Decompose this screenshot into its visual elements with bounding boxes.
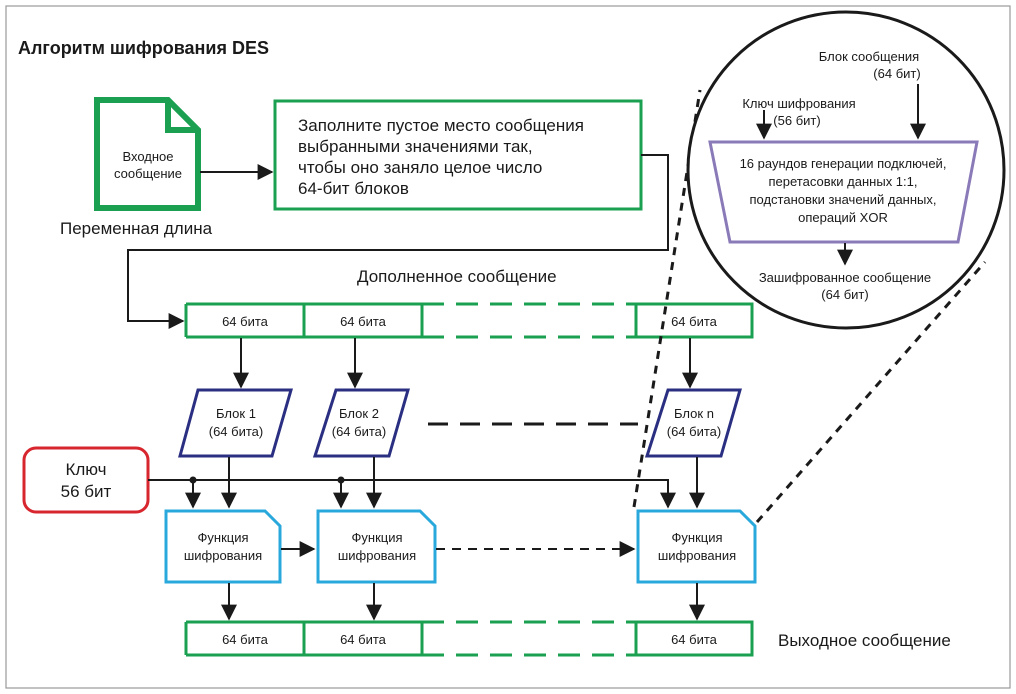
padded-cell-3: 64 бита bbox=[671, 314, 718, 329]
padding-line-2: выбранными значениями так, bbox=[298, 137, 533, 156]
block-1: Блок 1 (64 бита) bbox=[178, 388, 293, 458]
key-distribution-line bbox=[148, 479, 676, 509]
output-message-label: Выходное сообщение bbox=[778, 631, 951, 650]
rounds-line-2: перетасовки данных 1:1, bbox=[769, 174, 918, 189]
output-message-row: 64 бита 64 бита 64 бита bbox=[184, 620, 754, 657]
input-doc-line2: сообщение bbox=[114, 166, 182, 181]
zoom-line-right bbox=[755, 261, 987, 523]
enc-function-n: Функция шифрования bbox=[636, 509, 757, 584]
block-1-line1: Блок 1 bbox=[216, 406, 256, 421]
block-2-line2: (64 бита) bbox=[332, 424, 386, 439]
block-n-line2: (64 бита) bbox=[667, 424, 721, 439]
padded-message-label: Дополненное сообщение bbox=[357, 267, 557, 286]
key-box: Ключ 56 бит bbox=[22, 446, 150, 514]
padding-line-3: чтобы оно заняло целое число bbox=[298, 158, 542, 177]
arrow-padding-to-padded bbox=[127, 154, 669, 329]
padding-line-4: 64-бит блоков bbox=[298, 179, 409, 198]
detail-key-line1: Ключ шифрования bbox=[742, 96, 855, 111]
block-n-line1: Блок n bbox=[674, 406, 714, 421]
padded-cell-1: 64 бита bbox=[222, 314, 269, 329]
enc-function-2: Функция шифрования bbox=[316, 509, 437, 584]
block-2-line1: Блок 2 bbox=[339, 406, 379, 421]
key-line1: Ключ bbox=[65, 460, 106, 479]
func-2-line1: Функция bbox=[352, 530, 403, 545]
padded-cell-2: 64 бита bbox=[340, 314, 387, 329]
rounds-line-3: подстановки значений данных, bbox=[749, 192, 936, 207]
detail-circle: Блок сообщения (64 бит) Ключ шифрования … bbox=[686, 10, 1006, 330]
detail-msg-block-line2: (64 бит) bbox=[873, 66, 920, 81]
padded-message-row: 64 бита 64 бита 64 бита bbox=[184, 302, 754, 339]
rounds-line-1: 16 раундов генерации подключей, bbox=[740, 156, 947, 171]
padding-instruction-box: Заполните пустое место сообщения выбранн… bbox=[273, 99, 643, 211]
func-1-line2: шифрования bbox=[184, 548, 262, 563]
output-cell-2: 64 бита bbox=[340, 632, 387, 647]
key-line2: 56 бит bbox=[61, 482, 112, 501]
func-n-line1: Функция bbox=[672, 530, 723, 545]
input-message-doc: Входное сообщение bbox=[94, 97, 201, 211]
output-cell-3: 64 бита bbox=[671, 632, 718, 647]
enc-function-1: Функция шифрования bbox=[164, 509, 282, 584]
func-1-line1: Функция bbox=[198, 530, 249, 545]
variable-length-label: Переменная длина bbox=[60, 219, 213, 238]
func-n-line2: шифрования bbox=[658, 548, 736, 563]
detail-encrypted-line2: (64 бит) bbox=[821, 287, 868, 302]
rounds-line-4: операций XOR bbox=[798, 210, 888, 225]
detail-encrypted-line1: Зашифрованное сообщение bbox=[759, 270, 931, 285]
rounds-trapezoid bbox=[708, 140, 979, 244]
block-n: Блок n (64 бита) bbox=[644, 388, 742, 458]
output-cell-1: 64 бита bbox=[222, 632, 269, 647]
block-2: Блок 2 (64 бита) bbox=[312, 388, 410, 458]
func-2-line2: шифрования bbox=[338, 548, 416, 563]
padding-line-1: Заполните пустое место сообщения bbox=[298, 116, 584, 135]
detail-msg-block-line1: Блок сообщения bbox=[819, 49, 919, 64]
diagram-title: Алгоритм шифрования DES bbox=[18, 38, 269, 58]
input-doc-line1: Входное bbox=[122, 149, 173, 164]
detail-key-line2: (56 бит) bbox=[773, 113, 820, 128]
block-1-line2: (64 бита) bbox=[209, 424, 263, 439]
